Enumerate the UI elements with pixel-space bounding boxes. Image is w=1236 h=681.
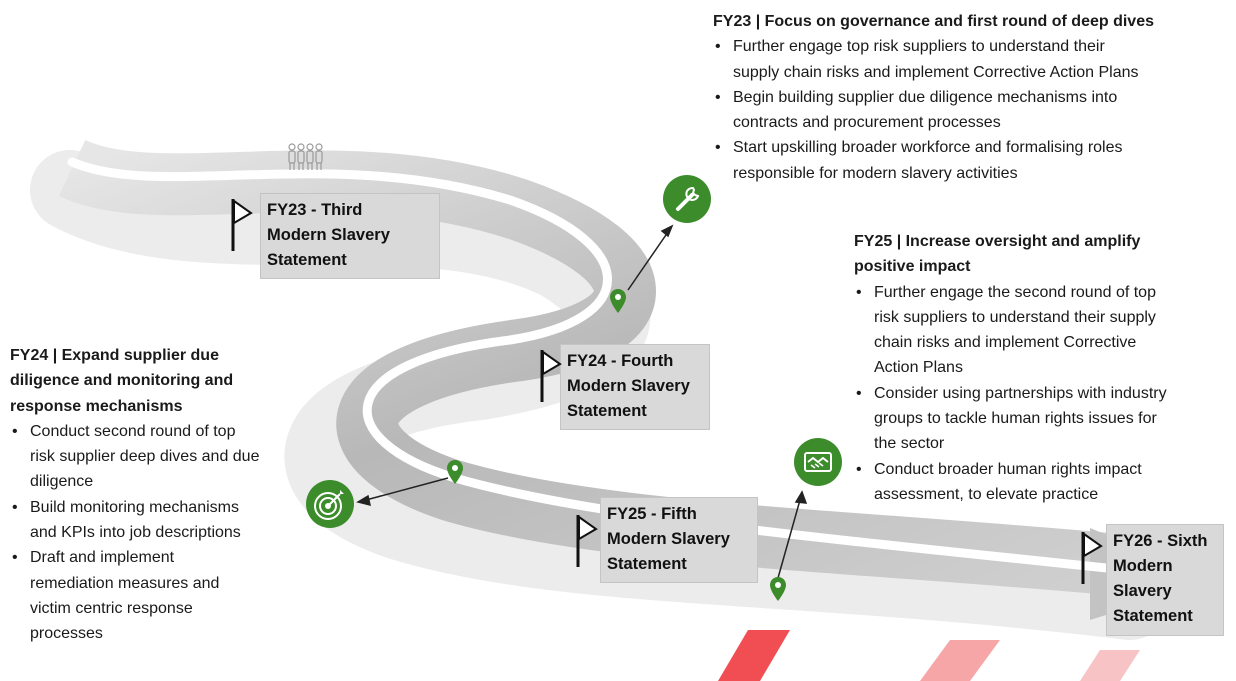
bullet-line: risk suppliers to understand their suppl… <box>874 308 1156 326</box>
bullet-line: the sector <box>874 435 945 453</box>
bullet-line: Start upskilling broader workforce and f… <box>733 139 1123 157</box>
fy25-block: FY25 | Increase oversight and amplify po… <box>854 229 1232 507</box>
milestone-fy26: FY26 - Sixth Modern Slavery Statement <box>1106 524 1224 636</box>
milestone-fy23-line-3: Statement <box>267 251 347 269</box>
connector-lines <box>356 224 808 579</box>
bullet-line: groups to tackle human rights issues for <box>874 410 1157 428</box>
bullet-line: Conduct second round of top <box>30 422 236 440</box>
list-item: Conduct broader human rights impact asse… <box>854 457 1232 508</box>
map-pin-icon <box>447 460 463 484</box>
list-item: Consider using partnerships with industr… <box>854 381 1232 457</box>
list-item: Further engage the second round of top r… <box>854 280 1232 381</box>
people-icon <box>286 142 326 172</box>
milestone-fy26-line-1: FY26 - Sixth <box>1113 532 1208 550</box>
wrench-icon <box>663 175 711 223</box>
bullet-line: Further engage top risk suppliers to und… <box>733 38 1105 56</box>
milestone-fy23: FY23 - Third Modern Slavery Statement <box>260 193 440 279</box>
fy25-block-title: FY25 | Increase oversight and amplify po… <box>854 229 1232 280</box>
handshake-icon <box>794 438 842 486</box>
bullet-line: assessment, to elevate practice <box>874 485 1099 503</box>
milestone-fy26-line-4: Statement <box>1113 607 1193 625</box>
list-item: Draft and implement remediation measures… <box>10 545 310 646</box>
bullet-line: and KPIs into job descriptions <box>30 524 241 542</box>
bullet-line: risk supplier deep dives and due <box>30 448 260 466</box>
milestone-fy24-line-3: Statement <box>567 402 647 420</box>
milestone-fy25: FY25 - Fifth Modern Slavery Statement <box>600 497 758 583</box>
list-item: Conduct second round of top risk supplie… <box>10 419 310 495</box>
title-line: FY25 | Increase oversight and amplify <box>854 233 1141 250</box>
fy23-bullets: Further engage top risk suppliers to und… <box>713 34 1228 186</box>
milestone-fy23-line-2: Modern Slavery <box>267 226 390 244</box>
milestone-fy26-line-2: Modern <box>1113 557 1173 575</box>
milestone-fy25-line-1: FY25 - Fifth <box>607 505 697 523</box>
list-item: Build monitoring mechanisms and KPIs int… <box>10 495 310 546</box>
bullet-line: Action Plans <box>874 359 963 377</box>
bullet-line: diligence <box>30 473 94 491</box>
fy23-block-title: FY23 | Focus on governance and first rou… <box>713 13 1154 30</box>
bullet-line: Further engage the second round of top <box>874 283 1156 301</box>
flag-icon <box>1081 532 1103 584</box>
milestone-fy24-line-2: Modern Slavery <box>567 377 690 395</box>
bullet-line: Conduct broader human rights impact <box>874 460 1142 478</box>
bullet-line: Draft and implement <box>30 549 175 567</box>
map-pin-icon <box>770 577 786 601</box>
bullet-line: processes <box>30 625 103 643</box>
bullet-line: contracts and procurement processes <box>733 114 1001 132</box>
fy23-block: FY23 | Focus on governance and first rou… <box>713 9 1228 186</box>
bullet-line: chain risks and implement Corrective <box>874 334 1137 352</box>
fy24-bullets: Conduct second round of top risk supplie… <box>10 419 310 647</box>
fy25-bullets: Further engage the second round of top r… <box>854 280 1232 508</box>
milestone-fy24-line-1: FY24 - Fourth <box>567 352 674 370</box>
milestone-fy23-line-1: FY23 - Third <box>267 201 363 219</box>
milestone-fy25-line-3: Statement <box>607 555 687 573</box>
list-item: Start upskilling broader workforce and f… <box>713 135 1228 186</box>
map-pin-icon <box>610 289 626 313</box>
flag-icon <box>576 515 598 567</box>
milestone-fy25-line-2: Modern Slavery <box>607 530 730 548</box>
bullet-line: remediation measures and <box>30 574 220 592</box>
list-item: Further engage top risk suppliers to und… <box>713 34 1228 85</box>
bullet-line: Begin building supplier due diligence me… <box>733 88 1118 106</box>
title-line: FY24 | Expand supplier due <box>10 347 219 364</box>
title-line: diligence and monitoring and <box>10 372 234 390</box>
fy24-block: FY24 | Expand supplier due diligence and… <box>10 343 310 647</box>
milestone-fy26-line-3: Slavery <box>1113 582 1172 600</box>
target-icon <box>306 480 354 528</box>
flag-icon <box>540 350 562 402</box>
bullet-line: victim centric response <box>30 599 193 617</box>
milestone-fy24: FY24 - Fourth Modern Slavery Statement <box>560 344 710 430</box>
bullet-line: supply chain risks and implement Correct… <box>733 63 1139 81</box>
bullet-line: Build monitoring mechanisms <box>30 498 239 516</box>
title-line: response mechanisms <box>10 397 183 415</box>
bullet-line: Consider using partnerships with industr… <box>874 384 1167 402</box>
flag-icon <box>231 199 253 251</box>
watermark <box>718 630 1140 681</box>
bullet-line: responsible for modern slavery activitie… <box>733 164 1018 182</box>
fy24-block-title: FY24 | Expand supplier due diligence and… <box>10 343 310 419</box>
list-item: Begin building supplier due diligence me… <box>713 85 1228 136</box>
title-line: positive impact <box>854 258 971 276</box>
